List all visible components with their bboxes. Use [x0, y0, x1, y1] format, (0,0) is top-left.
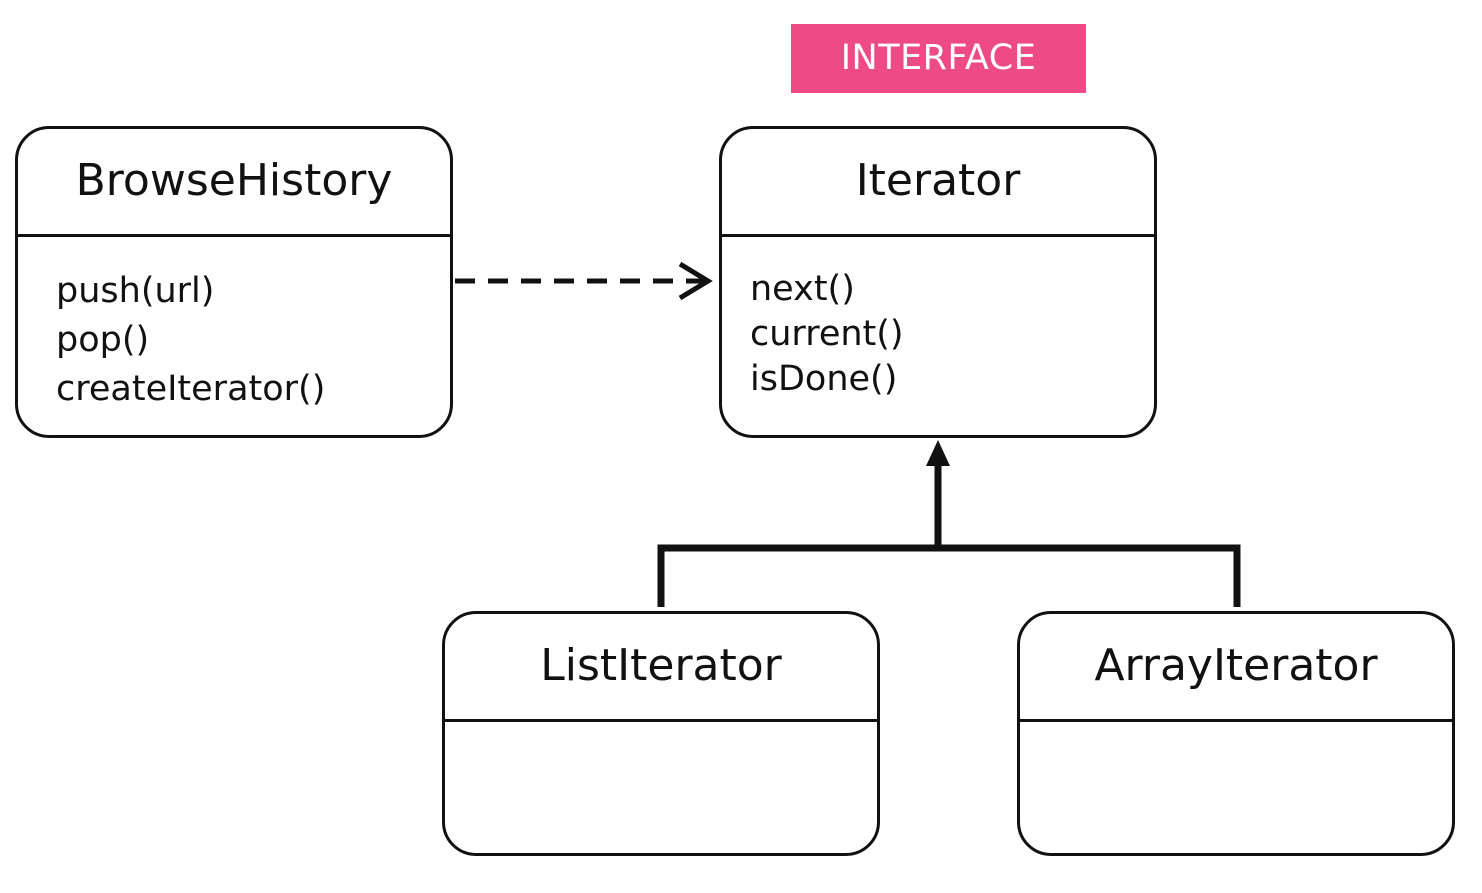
method-pop: pop(): [56, 320, 150, 360]
method-next: next(): [750, 269, 855, 309]
method-push: push(url): [56, 271, 215, 311]
dependency-arrow: [455, 261, 713, 301]
class-methods: [1020, 722, 1452, 752]
class-name: ListIterator: [445, 614, 877, 722]
method-current: current(): [750, 314, 904, 354]
class-methods: [445, 722, 877, 752]
class-list-iterator: ListIterator: [442, 611, 880, 856]
class-name: BrowseHistory: [18, 129, 450, 237]
class-iterator: Iterator next() current() isDone(): [719, 126, 1157, 438]
class-methods: push(url) pop() createIterator(): [18, 237, 450, 414]
class-methods: next() current() isDone(): [722, 237, 1154, 402]
method-create-iterator: createIterator(): [56, 369, 326, 409]
class-browse-history: BrowseHistory push(url) pop() createIter…: [15, 126, 453, 438]
class-name: Iterator: [722, 129, 1154, 237]
method-is-done: isDone(): [750, 359, 898, 399]
interface-badge: INTERFACE: [791, 24, 1086, 93]
class-name: ArrayIterator: [1020, 614, 1452, 722]
class-array-iterator: ArrayIterator: [1017, 611, 1455, 856]
implementation-arrow: [657, 440, 1241, 607]
